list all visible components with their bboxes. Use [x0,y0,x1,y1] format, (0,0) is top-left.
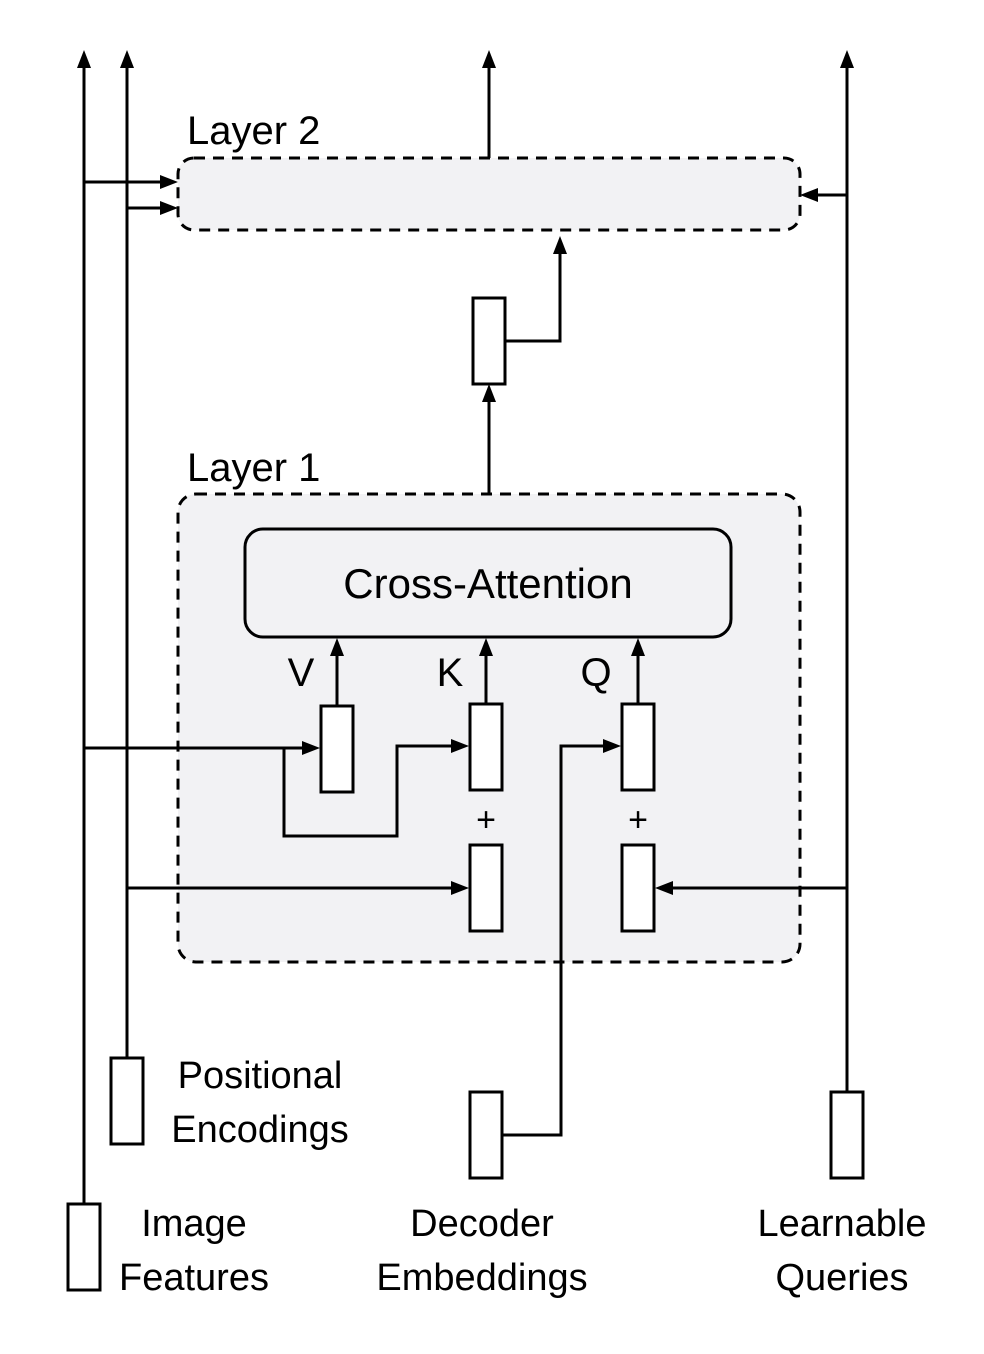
layer-1-label: Layer 1 [187,446,320,490]
decoder-to-query-wire [502,744,605,1137]
query-token [620,702,656,792]
intermediate-to-layer-2-arrowhead [553,236,567,254]
value-to-attention-arrowhead [330,638,344,656]
key-token [468,702,504,792]
learnable-to-query-arrowhead [655,881,673,895]
cross-attention-block [243,527,733,639]
decoder-embeddings-label-line1: Decoder [410,1203,554,1245]
layer-2-positional-input-arrowhead [160,201,178,215]
image-to-key-arrowhead [451,739,469,753]
key-positional-token [468,843,504,933]
decoder-embeddings-label-line2: Embeddings [376,1257,587,1299]
positional-encodings-label-line1: Positional [178,1055,343,1097]
query-label: Q [580,651,611,695]
key-to-attention-arrowhead [479,638,493,656]
layer-2-query-input-arrowhead [800,188,818,202]
query-plus-sign: + [628,801,648,839]
layer-2-label: Layer 2 [187,109,320,153]
positional-to-key-arrowhead [451,881,469,895]
key-plus-sign: + [476,801,496,839]
image-features-label-line1: Image [141,1203,247,1245]
key-label: K [437,651,464,695]
query-learnable-token [620,843,656,933]
learnable-queries-label-line1: Learnable [757,1203,926,1245]
image-to-value-arrowhead [302,741,320,755]
intermediate-to-layer-2-wire [505,252,562,343]
positional-encodings-token [109,1056,145,1146]
query-to-attention-arrowhead [631,638,645,656]
learnable-queries-output-arrowhead [840,50,854,68]
decoder-embeddings-token [468,1090,504,1180]
learnable-queries-token [829,1090,865,1180]
layer-2-output-arrowhead [482,50,496,68]
cross-attention-label: Cross-Attention [343,560,632,607]
image-features-output-arrowhead [77,50,91,68]
layer-1-output-arrowhead [482,384,496,402]
image-features-token [66,1202,102,1292]
image-to-key-wire [282,744,453,838]
image-features-label-line2: Features [119,1257,269,1299]
positional-encodings-output-arrowhead [120,50,134,68]
decoder-to-query-arrowhead [603,739,621,753]
positional-encodings-label-line2: Encodings [171,1109,348,1151]
layer-2-box [176,156,802,232]
learnable-queries-label-line2: Queries [775,1257,908,1299]
intermediate-token [471,296,507,386]
value-label: V [288,651,315,695]
value-token [319,704,355,794]
layer-2-image-input-arrowhead [160,175,178,189]
